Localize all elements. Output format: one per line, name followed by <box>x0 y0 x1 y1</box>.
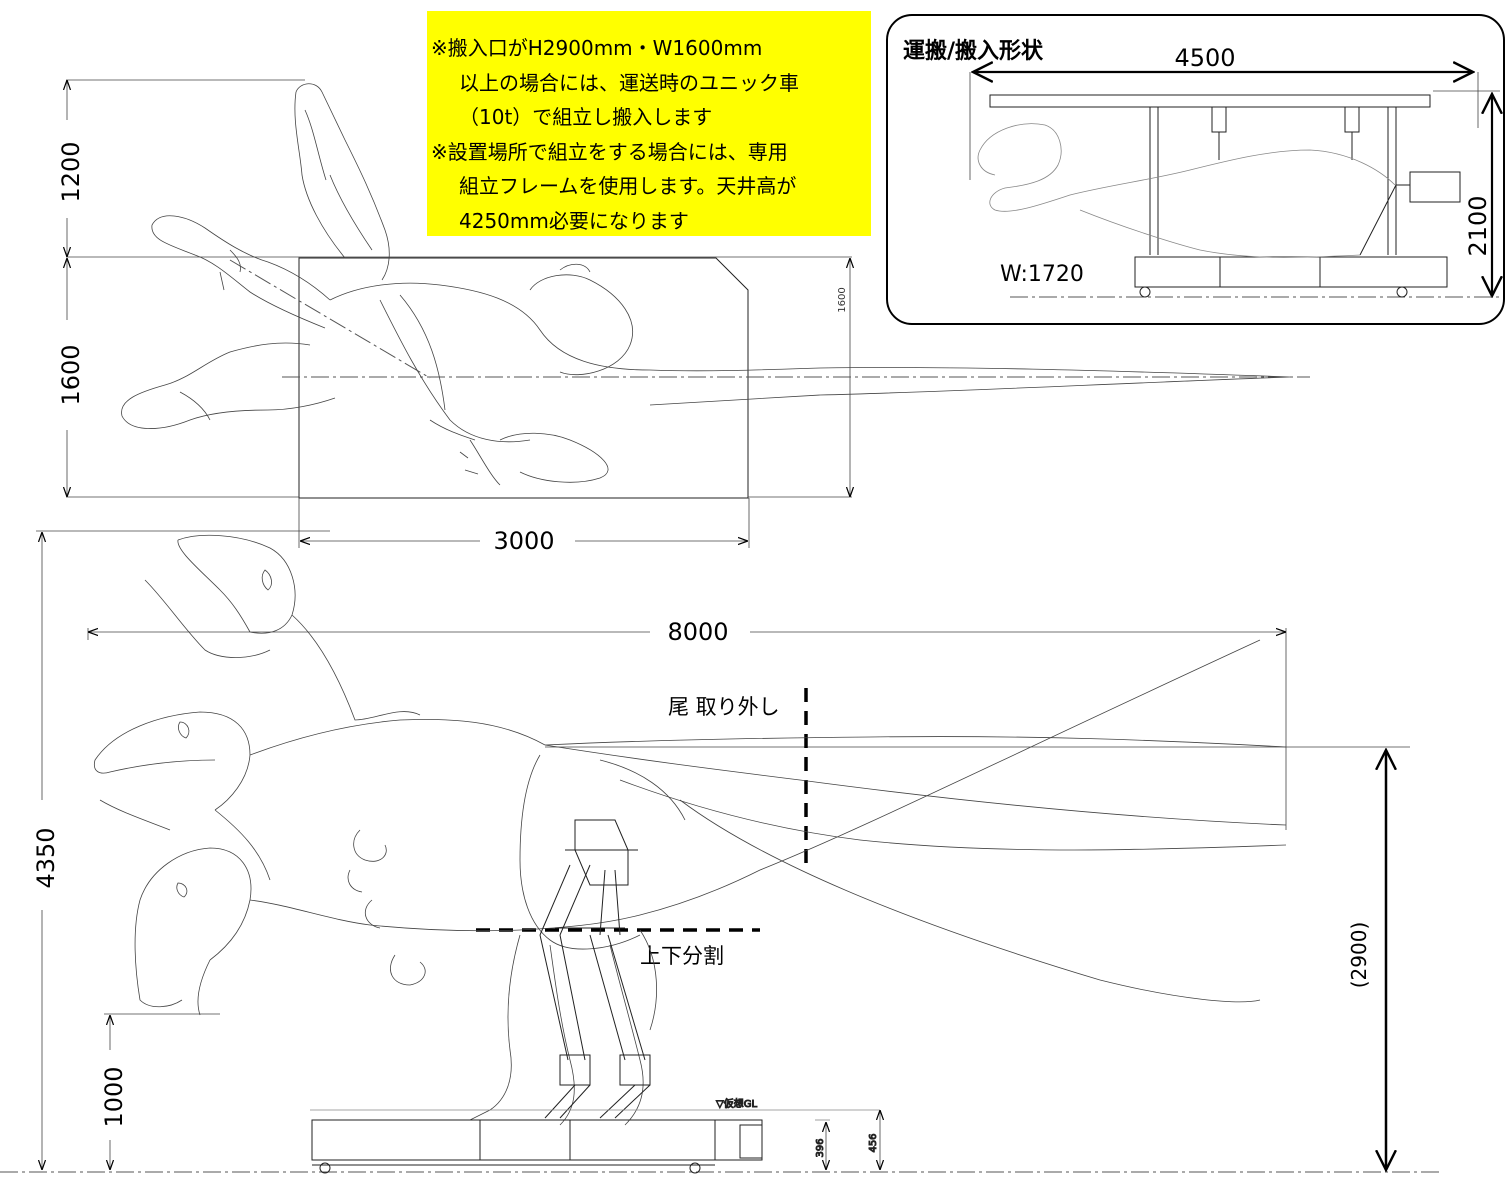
inset-title: 運搬/搬入形状 <box>903 39 1044 64</box>
transport-inset-frame <box>886 14 1505 325</box>
dim-body-length: 3000 <box>493 527 554 555</box>
dinosaur-top-view-sketch <box>121 83 1291 486</box>
dinosaur-side-view-sketch <box>93 534 1287 1126</box>
inset-width-label: W:1720 <box>1000 262 1084 287</box>
note-line: ※設置場所で組立をする場合には、専用 <box>431 139 788 164</box>
dim-body-width-small: 1600 <box>837 287 848 312</box>
dim-base-396: 396 <box>815 1138 826 1157</box>
gl-label: ▽仮想GL <box>716 1097 757 1110</box>
top-view-body-outline <box>298 257 749 499</box>
side-view: 4350 1000 8000 (2900) 尾 取り外し 上下分割 <box>0 530 1440 1174</box>
dim-lower-clearance: 1000 <box>100 1066 128 1127</box>
dim-base-456: 456 <box>868 1133 879 1152</box>
assembly-note: ※搬入口がH2900mm・W1600mm 以上の場合には、運送時のユニック車 （… <box>427 11 871 236</box>
label-tail-removal: 尾 取り外し <box>668 695 780 719</box>
support-frame <box>539 819 651 1119</box>
base-platform: ▽仮想GL 396 456 <box>310 1097 880 1174</box>
dim-split-height: (2900) <box>1347 922 1371 989</box>
note-line: （10t）で組立し搬入します <box>459 105 713 129</box>
note-line: 組立フレームを使用します。天井高が <box>459 174 797 198</box>
label-split: 上下分割 <box>640 944 724 968</box>
note-line: ※搬入口がH2900mm・W1600mm <box>431 36 763 60</box>
top-view: 1200 1600 1600 3000 <box>57 79 1310 555</box>
transport-inset-drawing: 4500 2100 W:1720 <box>969 44 1500 297</box>
dim-total-length: 8000 <box>667 618 728 646</box>
dim-head-zone: 1200 <box>57 141 85 202</box>
dim-body-width: 1600 <box>57 344 85 405</box>
inset-dim-height: 2100 <box>1464 195 1492 256</box>
note-line: 以上の場合には、運送時のユニック車 <box>459 70 799 95</box>
inset-dim-length: 4500 <box>1174 44 1235 72</box>
dim-total-height: 4350 <box>32 827 60 888</box>
note-line: 4250mm必要になります <box>459 208 689 233</box>
